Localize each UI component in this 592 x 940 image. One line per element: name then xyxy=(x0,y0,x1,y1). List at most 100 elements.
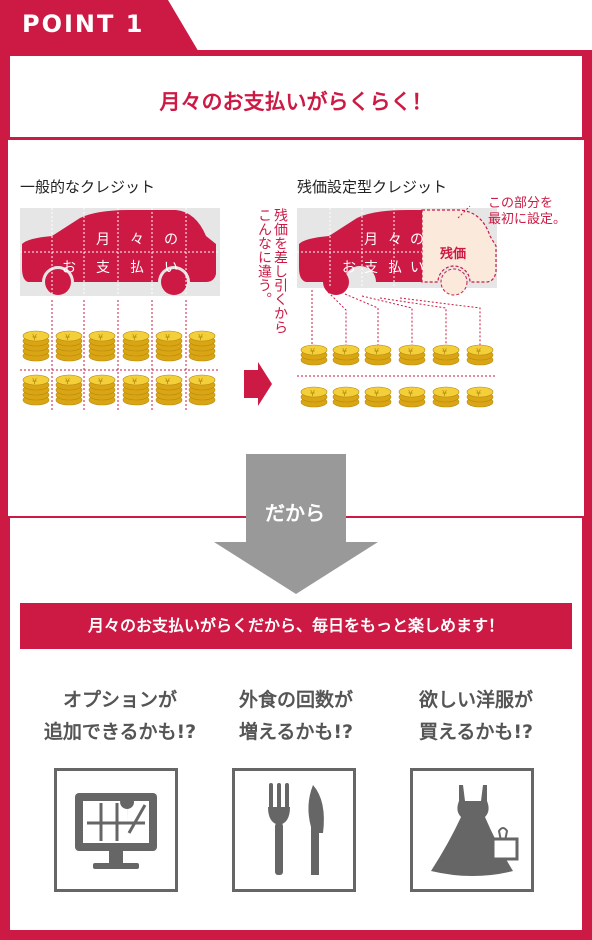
point-label: POINT 1 xyxy=(22,10,145,38)
callout-line1: この部分を xyxy=(488,196,554,211)
coin xyxy=(88,330,116,342)
benefit-clothes-line2: 買えるかも!? xyxy=(418,721,534,743)
residual-coin-stacks: ¥ ¥ ¥ ¥ ¥ ¥ ¥ ¥ ¥ ¥ ¥ ¥ xyxy=(300,344,494,408)
coin xyxy=(398,344,426,356)
comparison-diagram: 月 々 の お 支 払 い ¥ ¥ ¥ ¥ ¥ ¥ ¥ ¥ ¥ ¥ ¥ ¥ 月 々 の お 支 払 い… xyxy=(20,205,497,412)
residual-car-char: い xyxy=(410,260,424,276)
benefit-options: オプションが 追加できるかも!? xyxy=(30,684,210,748)
yen-icon: ¥ xyxy=(32,333,37,342)
yen-icon: ¥ xyxy=(165,333,170,342)
callout-text: この部分を 最初に設定。 xyxy=(488,196,566,228)
yen-icon: ¥ xyxy=(310,389,315,398)
yen-icon: ¥ xyxy=(408,389,413,398)
yen-icon: ¥ xyxy=(476,389,481,398)
yen-icon: ¥ xyxy=(132,377,137,386)
coin xyxy=(188,374,216,386)
yen-icon: ¥ xyxy=(198,377,203,386)
yen-icon: ¥ xyxy=(65,333,70,342)
coin xyxy=(155,374,183,386)
standard-car-char: 月 xyxy=(96,232,110,248)
yen-icon: ¥ xyxy=(198,333,203,342)
fork-knife-icon xyxy=(232,768,356,892)
coin xyxy=(364,344,392,356)
benefit-dining-line1: 外食の回数が xyxy=(238,689,353,711)
benefit-clothes: 欲しい洋服が 買えるかも!? xyxy=(386,684,566,748)
coin xyxy=(398,386,426,398)
coin xyxy=(55,330,83,342)
residual-car-char: 払 xyxy=(388,260,402,276)
coin xyxy=(122,330,150,342)
coin xyxy=(466,344,494,356)
standard-credit-label: 一般的なクレジット xyxy=(20,178,156,196)
title-divider xyxy=(8,137,584,140)
standard-car-char: 支 xyxy=(96,260,110,276)
yen-icon: ¥ xyxy=(165,377,170,386)
yen-icon: ¥ xyxy=(342,389,347,398)
benefit-clothes-line1: 欲しい洋服が xyxy=(418,689,533,711)
residual-value-area xyxy=(421,209,497,283)
residual-car-char: お xyxy=(342,260,356,276)
title-box: 月々のお支払いがらくらく！ xyxy=(8,54,584,138)
car-navigation-icon xyxy=(54,768,178,892)
coin xyxy=(55,374,83,386)
coin xyxy=(122,374,150,386)
comparison-card xyxy=(8,140,584,516)
difference-note-line2: こんなに違う。 xyxy=(256,208,272,306)
difference-note-line1: 残価を差し引くから xyxy=(272,208,288,334)
residual-car-char: 々 xyxy=(388,232,402,248)
yen-icon: ¥ xyxy=(32,377,37,386)
coin xyxy=(88,374,116,386)
arrow-right-icon xyxy=(244,362,272,406)
coin xyxy=(300,344,328,356)
yen-icon: ¥ xyxy=(374,389,379,398)
coin xyxy=(332,344,360,356)
down-arrow-icon xyxy=(214,454,378,594)
yen-icon: ¥ xyxy=(442,347,447,356)
difference-note: 残価を差し引くから こんなに違う。 xyxy=(256,208,288,334)
yen-icon: ¥ xyxy=(374,347,379,356)
coin xyxy=(466,386,494,398)
coin xyxy=(300,386,328,398)
coin xyxy=(432,386,460,398)
coin xyxy=(432,344,460,356)
standard-coin-stacks: ¥¥¥¥¥¥¥¥¥¥¥¥ xyxy=(22,330,216,406)
coin xyxy=(22,330,50,342)
yen-icon: ¥ xyxy=(98,377,103,386)
residual-car-char: の xyxy=(410,232,424,248)
standard-car-char: お xyxy=(62,260,76,276)
yen-icon: ¥ xyxy=(310,347,315,356)
point-tab xyxy=(0,0,200,54)
residual-car-char: 支 xyxy=(364,260,378,276)
standard-car-char: 払 xyxy=(130,260,144,276)
yen-icon: ¥ xyxy=(342,347,347,356)
callout-leader xyxy=(457,205,471,219)
result-banner: 月々のお支払いがらくだから、毎日をもっと楽しめます！ xyxy=(20,603,572,649)
standard-car-char: の xyxy=(164,232,178,248)
standard-car xyxy=(22,210,216,282)
callout-line2: 最初に設定。 xyxy=(488,212,567,227)
standard-car-char: い xyxy=(164,260,178,276)
projection-lines xyxy=(297,290,497,377)
yen-icon: ¥ xyxy=(408,347,413,356)
yen-icon: ¥ xyxy=(98,333,103,342)
coin xyxy=(22,374,50,386)
residual-value-label: 残価 xyxy=(440,246,466,262)
coin xyxy=(364,386,392,398)
benefit-options-line1: オプションが xyxy=(62,689,177,711)
yen-icon: ¥ xyxy=(65,377,70,386)
yen-icon: ¥ xyxy=(476,347,481,356)
coin xyxy=(332,386,360,398)
benefit-dining-line2: 増えるかも!? xyxy=(238,721,354,743)
residual-car-char: 月 xyxy=(364,232,378,248)
yen-icon: ¥ xyxy=(442,389,447,398)
benefit-dining: 外食の回数が 増えるかも!? xyxy=(206,684,386,748)
page-title: 月々のお支払いがらくらく！ xyxy=(159,90,433,114)
standard-car-char: 々 xyxy=(130,232,144,248)
coin xyxy=(188,330,216,342)
coin xyxy=(155,330,183,342)
benefit-options-line2: 追加できるかも!? xyxy=(43,721,197,743)
dress-icon xyxy=(410,768,534,892)
dakara-label: だから xyxy=(265,501,325,525)
